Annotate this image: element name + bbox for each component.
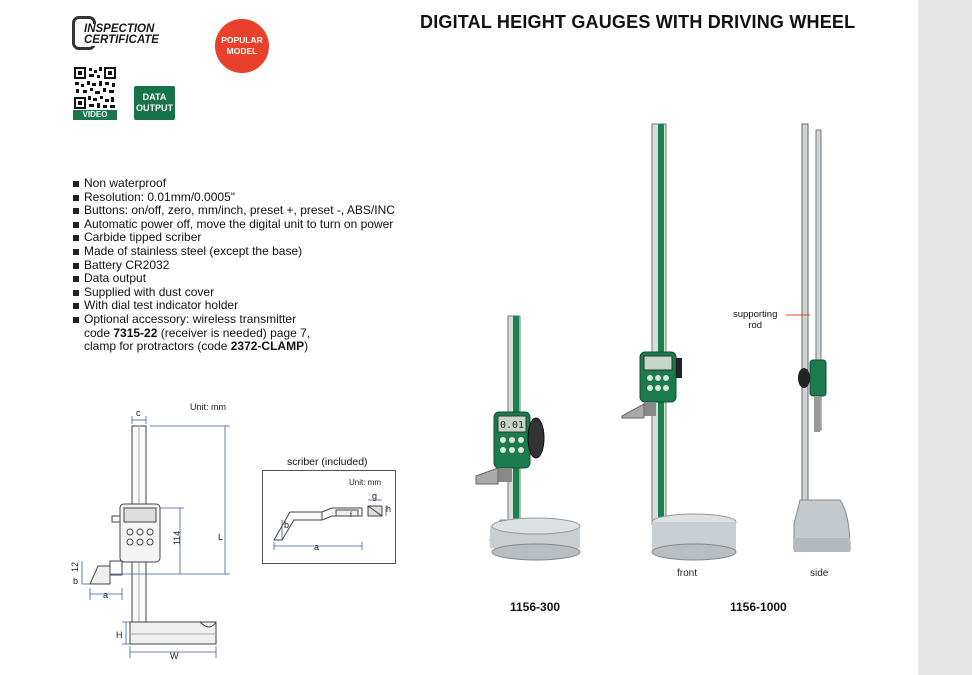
video-label: VIDEO — [73, 110, 117, 120]
feature-item: Made of stainless steel (except the base… — [72, 244, 395, 259]
data-output-line2: OUTPUT — [136, 103, 173, 113]
inspection-label-line2: CERTIFICATE — [84, 34, 159, 46]
dimension-W-label: W — [170, 651, 179, 661]
scriber-dimension-g: g — [372, 491, 378, 501]
feature-item: Non waterproof — [72, 176, 395, 191]
feature-list: Non waterproof Resolution: 0.01mm/0.0005… — [72, 176, 395, 354]
scriber-title: scriber (included) — [287, 456, 368, 468]
accessory-line-3: clamp for protractors (code 2372-CLAMP) — [72, 339, 395, 354]
height-gauge-1156-1000-side-image — [793, 123, 851, 552]
model-number-1156-300: 1156-300 — [510, 600, 561, 614]
scriber-dimension-a: a — [314, 542, 320, 552]
accessory-code: 7315-22 — [113, 325, 158, 340]
supporting-rod-line2: rod — [748, 320, 763, 331]
model-number-1156-1000: 1156-1000 — [730, 600, 787, 614]
feature-item: Resolution: 0.01mm/0.0005" — [72, 190, 395, 205]
dimension-114-label: 114 — [172, 530, 183, 546]
height-gauge-1156-300-image: 0.01 — [475, 315, 581, 561]
inspection-label-line1: INSPECTION — [84, 23, 155, 35]
qr-code-icon — [73, 66, 117, 110]
data-output-badge: DATA OUTPUT — [134, 86, 175, 120]
video-qr-code[interactable]: VIDEO — [73, 66, 117, 120]
popular-label-line2: MODEL — [226, 46, 258, 56]
front-view-caption: front — [677, 568, 698, 579]
feature-item: Battery CR2032 — [72, 258, 395, 273]
page-title: DIGITAL HEIGHT GAUGES WITH DRIVING WHEEL — [420, 12, 856, 32]
feature-item: Carbide tipped scriber — [72, 231, 395, 245]
accessory-text: code — [84, 325, 114, 340]
feature-item: Supplied with dust cover — [72, 285, 395, 300]
supporting-rod-line1: supporting — [733, 309, 778, 320]
scriber-unit-label: Unit: mm — [349, 478, 381, 487]
scriber-drawing — [262, 470, 396, 564]
height-gauge-1156-1000-front-image — [621, 123, 737, 561]
right-margin-band — [918, 0, 972, 675]
inspection-certificate-badge: INSPECTION CERTIFICATE — [72, 14, 182, 54]
popular-label-line1: POPULAR — [221, 35, 263, 45]
feature-item: Automatic power off, move the digital un… — [72, 217, 395, 232]
feature-item: Buttons: on/off, zero, mm/inch, preset +… — [72, 204, 395, 218]
side-view-caption: side — [810, 568, 829, 579]
dimension-a-label: a — [103, 590, 109, 600]
feature-item: Data output — [72, 272, 395, 286]
feature-item: Optional accessory: wireless transmitter — [72, 312, 395, 327]
accessory-text: clamp for protractors (code — [84, 339, 231, 354]
accessory-code: 2372-CLAMP — [230, 339, 305, 354]
supporting-rod-leader-line — [786, 314, 810, 316]
dimension-12-label: 12 — [70, 561, 81, 573]
accessory-text: (receiver is needed) page 7, — [157, 325, 311, 340]
feature-item: With dial test indicator holder — [72, 299, 395, 313]
supporting-rod-callout: supporting rod — [733, 309, 777, 331]
accessory-text: ) — [304, 339, 309, 354]
display-reading: 0.01 — [500, 420, 524, 431]
dimension-H-label: H — [116, 630, 123, 640]
data-output-line1: DATA — [142, 92, 167, 102]
scriber-dimension-f: f — [350, 512, 352, 519]
height-gauge-dimension-drawing — [81, 416, 230, 658]
scriber-dimension-h: h — [386, 504, 392, 514]
accessory-line-2: code 7315-22 (receiver is needed) page 7… — [72, 325, 395, 341]
popular-model-badge: POPULAR MODEL — [215, 19, 269, 73]
dimension-c-label: c — [136, 408, 141, 418]
inspection-certificate-label: INSPECTION CERTIFICATE — [82, 23, 159, 46]
dimension-b-label: b — [73, 576, 79, 586]
dimension-L-label: L — [218, 532, 224, 542]
drawing-unit-label: Unit: mm — [190, 402, 226, 412]
scriber-dimension-b: b — [284, 520, 290, 530]
